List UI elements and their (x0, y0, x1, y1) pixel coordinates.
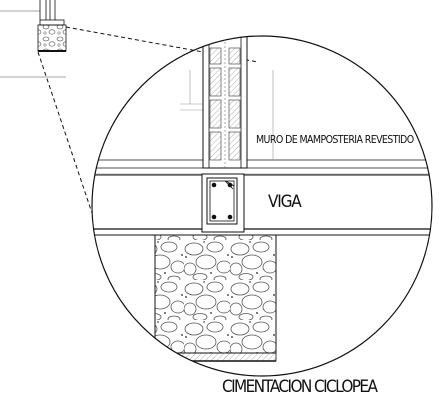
wall-label: MURO DE MAMPOSTERIA REVESTIDO (256, 134, 414, 146)
foundation-label: CIMENTACION CICLOPEA (222, 377, 378, 397)
detail-circle (91, 35, 433, 377)
beam-label: VIGA (268, 192, 302, 212)
magnified-detail (92, 36, 432, 362)
reference-sketch (0, 0, 67, 78)
